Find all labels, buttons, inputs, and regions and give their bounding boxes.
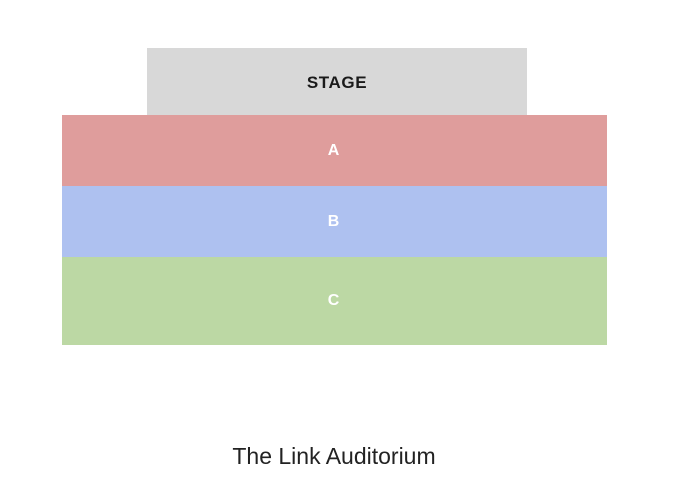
- stage-label: STAGE: [306, 73, 368, 92]
- section-c[interactable]: C: [62, 257, 607, 345]
- section-a[interactable]: A: [62, 115, 607, 186]
- seating-sections: A B C: [62, 115, 607, 345]
- section-a-label: A: [327, 141, 340, 159]
- section-b[interactable]: B: [62, 186, 607, 257]
- venue-name: The Link Auditorium: [232, 443, 436, 469]
- stage-block: STAGE: [147, 48, 527, 115]
- section-c-label: C: [327, 292, 340, 309]
- section-b-label: B: [327, 212, 340, 230]
